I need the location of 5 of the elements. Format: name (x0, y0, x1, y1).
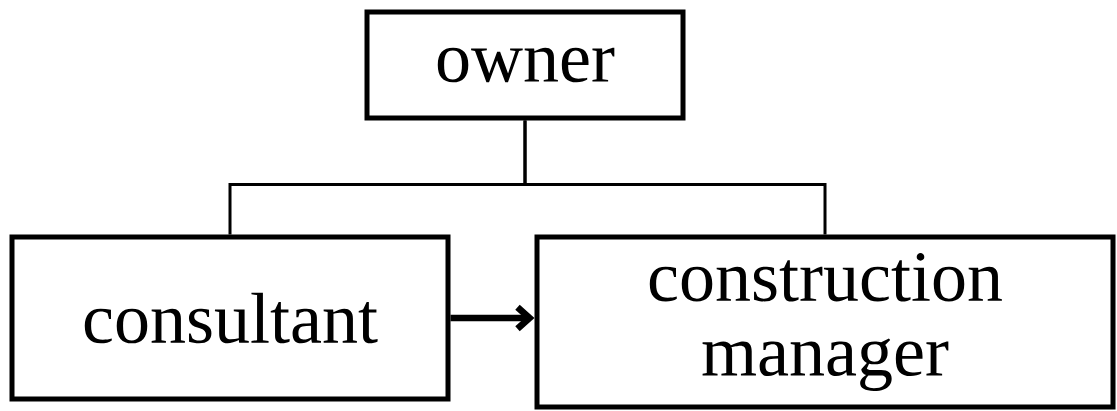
process-box: construction manager (534, 234, 1116, 410)
connector (523, 120, 827, 235)
connector (450, 304, 535, 332)
process-box: consultant (9, 234, 451, 402)
process-box: owner (364, 9, 686, 121)
